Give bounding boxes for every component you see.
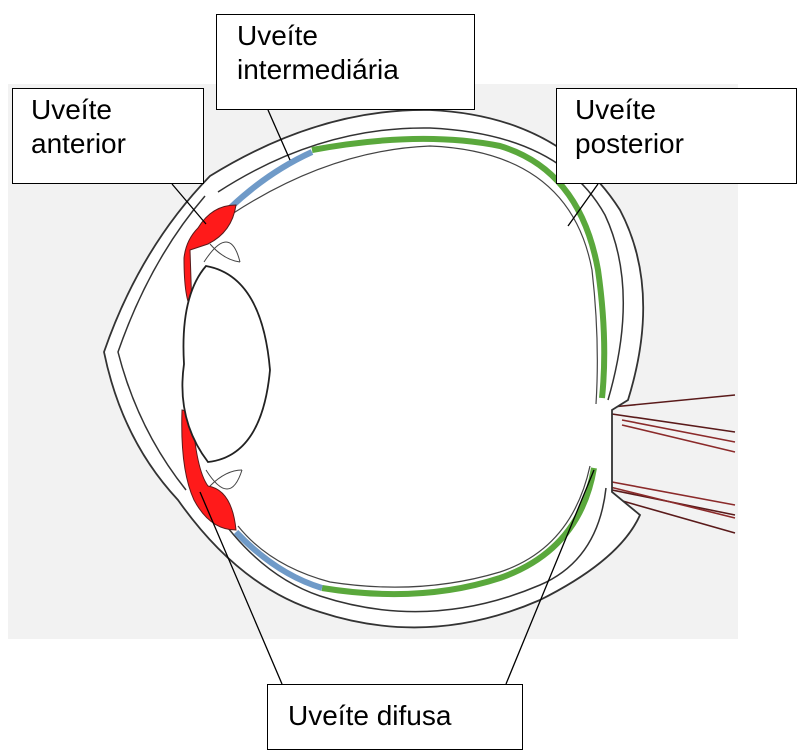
label-intermediate-line2: intermediária [237, 53, 460, 87]
label-posterior-line2: posterior [575, 127, 782, 161]
label-diffuse-text: Uveíte difusa [288, 699, 508, 733]
label-anterior-line1: Uveíte [31, 93, 189, 127]
label-diffuse-uveitis: Uveíte difusa [267, 684, 523, 750]
label-posterior-line1: Uveíte [575, 93, 782, 127]
label-anterior-uveitis: Uveíte anterior [12, 88, 204, 184]
label-posterior-uveitis: Uveíte posterior [556, 88, 797, 184]
label-intermediate-uveitis: Uveíte intermediária [216, 14, 475, 110]
label-anterior-line2: anterior [31, 127, 189, 161]
label-intermediate-line1: Uveíte [237, 19, 460, 53]
